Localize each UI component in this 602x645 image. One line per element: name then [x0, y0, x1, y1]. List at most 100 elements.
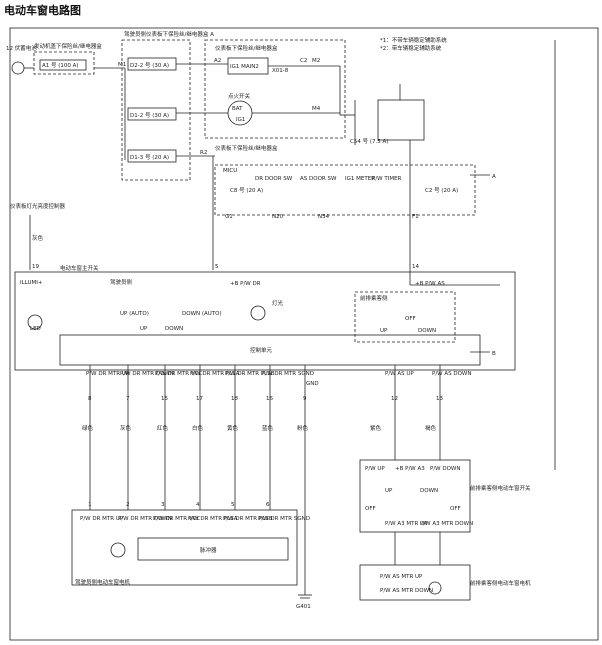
- passenger-pin-1: P/W UP: [365, 466, 385, 472]
- master-up-2: UP: [380, 328, 388, 334]
- ref-r2: R2: [200, 150, 207, 156]
- ref-b: B: [492, 351, 496, 357]
- master-up: UP: [140, 326, 148, 332]
- battery-symbol: [11, 61, 25, 75]
- pin-label-5: P/W DR MTR PLSB: [225, 371, 275, 377]
- driver-pin-num-3: 3: [161, 502, 165, 508]
- passenger-up: UP: [385, 488, 393, 494]
- pin-num-7: 9: [303, 396, 307, 402]
- pin-num-1: 8: [88, 396, 92, 402]
- passenger-motor-symbol: [428, 581, 442, 595]
- driver-pin-2: P/W DR MTR DOWN: [118, 516, 172, 522]
- micu-box: [214, 164, 476, 216]
- master-illumi: ILLUMI+: [20, 280, 43, 286]
- driver-pin-num-5: 5: [231, 502, 235, 508]
- driver-pin-num-2: 2: [126, 502, 130, 508]
- wire-color-6: 蓝色: [262, 424, 274, 432]
- pulse-label: 脉冲器: [200, 546, 217, 554]
- left-conn-label: 仪表板灯光亮度控制器: [10, 202, 66, 210]
- micu-term-3: IG1 METER: [345, 176, 375, 182]
- led-right-label: 灯光: [272, 299, 284, 307]
- ignition-ig1: IG1: [236, 117, 245, 123]
- master-pwdr: +B P/W DR: [230, 281, 261, 287]
- master-led: LED: [30, 326, 41, 332]
- master-down: DOWN: [165, 326, 183, 332]
- driver-motor-box: [71, 509, 298, 586]
- pin-label-7: GND: [306, 381, 319, 387]
- pulse-generator-box: [137, 537, 289, 561]
- top-pin-5: 5: [215, 264, 219, 270]
- micu-term-1: DR DOOR SW: [255, 176, 293, 182]
- ref-n20: N20: [272, 214, 284, 220]
- micu-label: MICU: [223, 168, 237, 174]
- pin-label-6: P/W DR MTR SGND: [262, 371, 314, 377]
- wire-color-7: 粉色: [297, 424, 309, 432]
- master-driver-switch: 驾驶员侧: [110, 278, 133, 286]
- master-off: OFF: [405, 316, 416, 322]
- pin-label-1: P/W DR MTR UP: [86, 371, 130, 377]
- master-switch-label: 电动车窗主开关: [60, 264, 99, 272]
- ig1-main2-label: IG1 MAIN2: [230, 64, 259, 70]
- ref-a: A: [492, 174, 496, 180]
- driver-pin-1: P/W DR MTR UP: [80, 516, 124, 522]
- pin-a2: A2: [214, 58, 221, 64]
- passenger-off-1: OFF: [365, 506, 376, 512]
- relay-box-label: 仪表板下保险丝/继电器盒: [215, 44, 278, 52]
- ref-m4: M4: [312, 106, 321, 112]
- diagram-title: 电动车窗电路图: [4, 4, 81, 17]
- relay-right: [377, 99, 425, 141]
- passenger-out-1: P/W A3 MTR UP: [385, 521, 428, 527]
- fuse-d1-2: [127, 107, 177, 121]
- top-pin-14: 14: [412, 264, 419, 270]
- note-2: *2：带车辆稳定辅助系统: [380, 44, 442, 52]
- ignition-bat: BAT: [232, 106, 243, 112]
- master-passenger-switch-label: 前排乘客侧: [360, 294, 388, 302]
- wire-color-3: 红色: [157, 424, 169, 432]
- passenger-motor-label: 前排乘客侧电动车窗电机: [470, 579, 531, 587]
- control-unit-label: 控制单元: [250, 346, 273, 354]
- wire-color-5: 黄色: [227, 424, 239, 432]
- relay-c54-label: C54 号 (7.5 A): [350, 138, 388, 145]
- master-up-auto: UP (AUTO): [120, 311, 149, 317]
- micu-fuse-c2: C2 号 (20 A): [425, 187, 458, 194]
- pin-num-4: 17: [196, 396, 203, 402]
- illumi-led: [27, 314, 43, 330]
- diagram-frame: [9, 27, 599, 641]
- pin-num-8: 12: [391, 396, 398, 402]
- pin-x01: X01-8: [272, 68, 289, 74]
- dash-fusebox-a: [121, 39, 191, 181]
- wire-color-8: 紫色: [370, 424, 382, 432]
- driver-pin-num-6: 6: [266, 502, 270, 508]
- pin-num-6: 16: [266, 396, 273, 402]
- driver-pin-5: P/W DR MTR PLSB: [223, 516, 273, 522]
- wire-color-1: 绿色: [82, 424, 94, 432]
- driver-pin-6: P/W DR MTR SGND: [258, 516, 310, 522]
- passenger-off-2: OFF: [450, 506, 461, 512]
- ref-m1: M1: [118, 62, 126, 68]
- ref-g1: G1: [225, 214, 233, 220]
- pin-num-2: 7: [126, 396, 130, 402]
- battery-fuse-label: A1 号 (100 A): [42, 62, 79, 69]
- pin-label-4: P/W DR MTR PLSA: [190, 371, 240, 377]
- fuse-a1: [39, 59, 87, 71]
- master-down-auto: DOWN (AUTO): [182, 311, 222, 317]
- ground-label: G401: [296, 604, 311, 610]
- passenger-pin-2: +B P/W A3: [395, 466, 425, 472]
- pin-num-9: 13: [436, 396, 443, 402]
- passenger-motor-box: [359, 564, 471, 601]
- relay-box-dashed: [204, 39, 346, 139]
- driver-pin-4: P/W DR MTR PLSA: [188, 516, 238, 522]
- ref-n34: N34: [318, 214, 330, 220]
- passenger-motor-pin-1: P/W AS MTR UP: [380, 574, 423, 580]
- passenger-out-2: P/W A3 MTR DOWN: [420, 521, 473, 527]
- pin-num-5: 18: [231, 396, 238, 402]
- dr-led: [250, 305, 266, 321]
- pin-label-2: P/W DR MTR DOWN: [120, 371, 174, 377]
- passenger-pin-3: P/W DOWN: [430, 466, 460, 472]
- passenger-down: DOWN: [420, 488, 438, 494]
- wire-color-4: 白色: [192, 424, 204, 432]
- fuse-d2-2-label: D2-2 号 (30 A): [130, 62, 169, 69]
- master-pwas: +B P/W AS: [415, 281, 445, 287]
- pin-c2: C2: [300, 58, 307, 64]
